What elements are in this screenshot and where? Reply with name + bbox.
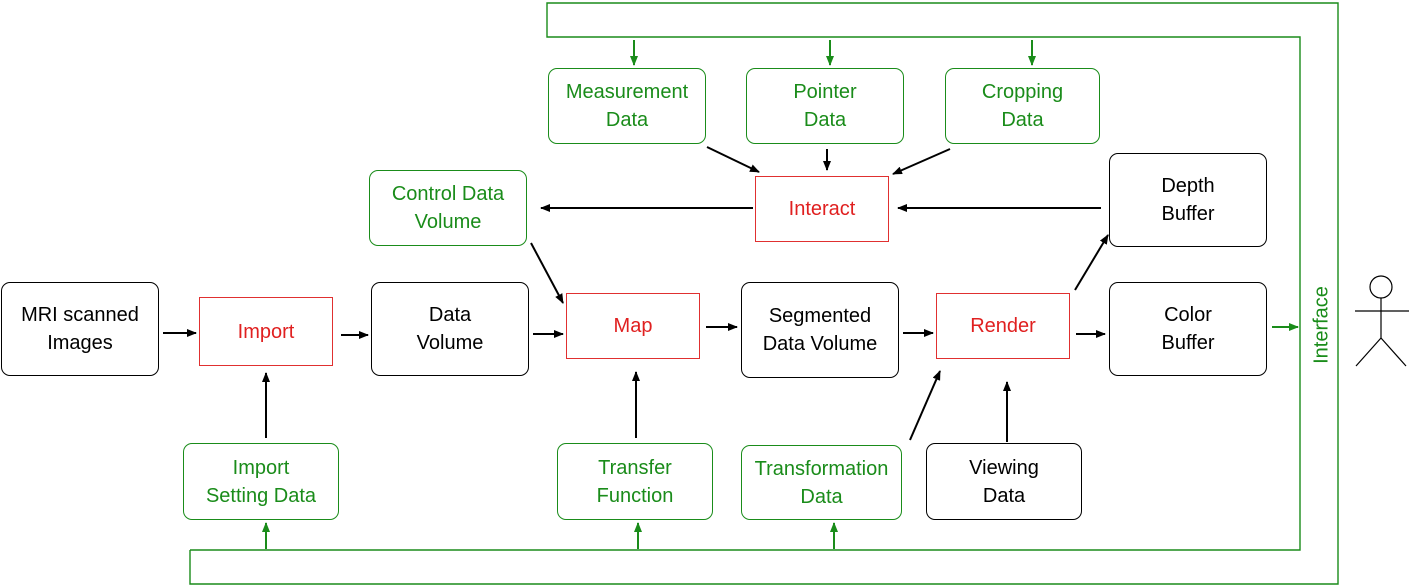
process-interact: Interact <box>755 176 889 242</box>
interface-loop <box>189 2 1339 585</box>
process-render: Render <box>936 293 1070 359</box>
stick-figure-user-icon <box>1355 275 1409 367</box>
interface-label: Interface <box>1310 286 1333 364</box>
process-map: Map <box>566 293 700 359</box>
flow-arrows <box>163 146 1109 442</box>
interface-arrows <box>262 40 1299 549</box>
process-import: Import <box>199 297 333 366</box>
